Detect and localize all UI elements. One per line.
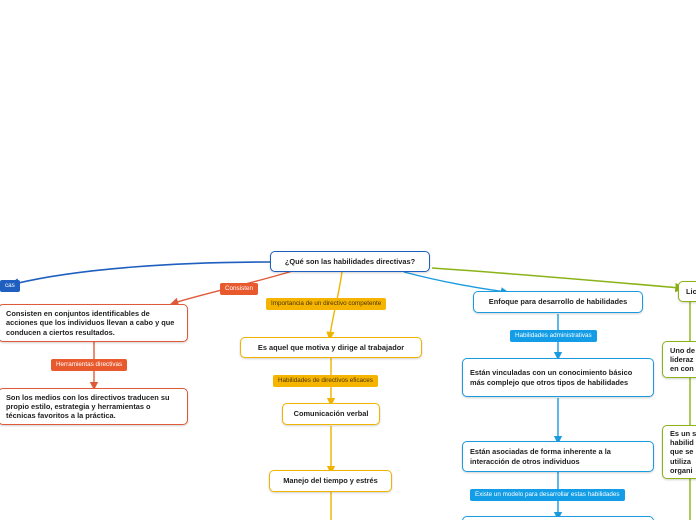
node-medios-text: Son los medios con los directivos traduc… xyxy=(6,392,170,421)
node-asociadas[interactable]: Están asociadas de forma inherente a la … xyxy=(462,441,654,472)
root-node[interactable]: ¿Qué son las habilidades directivas? xyxy=(270,251,430,272)
node-right-top-text: Lic xyxy=(686,286,696,296)
node-comunicacion-text: Comunicación verbal xyxy=(293,409,369,419)
label-habilidades-admin: Habilidades administrativas xyxy=(510,330,597,342)
node-right-mid-text: Uno de lideraz en con xyxy=(670,345,696,374)
label-modelo: Existe un modelo para desarrollar estas … xyxy=(470,489,625,501)
root-node-text: ¿Qué son las habilidades directivas? xyxy=(284,256,416,266)
node-enfoque-text: Enfoque para desarrollo de habilidades xyxy=(488,297,628,307)
node-manejo[interactable]: Manejo del tiempo y estrés xyxy=(269,470,392,492)
node-manejo-text: Manejo del tiempo y estrés xyxy=(283,476,378,486)
node-motiva-text: Es aquel que motiva y dirige al trabajad… xyxy=(257,342,405,352)
label-importancia: Importancia de un directivo competente xyxy=(266,298,387,310)
node-medios[interactable]: Son los medios con los directivos traduc… xyxy=(0,388,188,425)
link-root-enfoque xyxy=(403,271,510,296)
link-root-right xyxy=(431,267,685,293)
label-left-edge: cas xyxy=(0,280,20,292)
node-vinculadas[interactable]: Están vinculadas con un conocimiento bás… xyxy=(462,358,654,397)
node-consisten-text: Consisten en conjuntos identificables de… xyxy=(6,309,175,337)
node-right-low-text: Es un s habilid que se utiliza organi xyxy=(670,428,696,475)
label-consisten: Consisten xyxy=(220,283,259,295)
node-vinculadas-text: Están vinculadas con un conocimiento bás… xyxy=(470,368,633,387)
node-asociadas-text: Están asociadas de forma inherente a la … xyxy=(470,447,611,466)
node-consisten[interactable]: Consisten en conjuntos identificables de… xyxy=(0,304,188,342)
node-enfoque[interactable]: Enfoque para desarrollo de habilidades xyxy=(473,291,643,313)
node-right-top[interactable]: Lic xyxy=(678,281,696,302)
node-cyan-bottom[interactable] xyxy=(462,516,654,520)
label-habilidades-eficaces: Habilidades de directivos eficaces xyxy=(273,375,378,387)
node-comunicacion[interactable]: Comunicación verbal xyxy=(282,403,380,425)
node-motiva[interactable]: Es aquel que motiva y dirige al trabajad… xyxy=(240,337,422,358)
node-right-low[interactable]: Es un s habilid que se utiliza organi xyxy=(662,425,696,479)
node-right-mid[interactable]: Uno de lideraz en con xyxy=(662,341,696,378)
label-herramientas: Herramientas directivas xyxy=(51,359,128,371)
link-root-left xyxy=(9,261,273,288)
